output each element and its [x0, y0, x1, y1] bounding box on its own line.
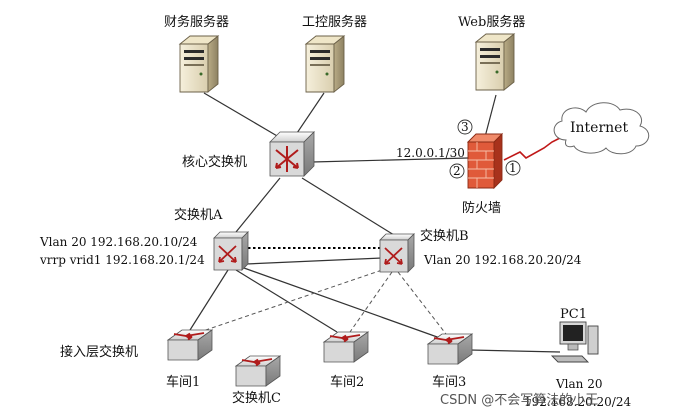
control-server-label: 工控服务器 — [302, 14, 367, 30]
core-switch-icon — [269, 131, 315, 177]
switch-b-label: 交换机B — [420, 228, 469, 244]
link-a-b — [245, 257, 383, 265]
workshop-1-switch-icon — [167, 329, 213, 361]
firewall-port-3-label: 3 — [461, 120, 469, 134]
switch-b-icon — [379, 233, 415, 273]
link-b-w3 — [397, 271, 447, 335]
pc1-label: PC1 — [560, 307, 587, 322]
link-core-firewall — [311, 157, 469, 163]
switch-a-vrrp: vrrp vrid1 192.168.20.1/24 — [39, 253, 205, 267]
firewall-port-3 — [457, 119, 473, 135]
internet-cloud-icon — [553, 102, 650, 155]
link-a-w3 — [243, 267, 441, 339]
switch-c-icon — [235, 355, 281, 387]
pc1-vlan: Vlan 20 — [555, 377, 602, 391]
workshop-1-label: 车间1 — [166, 374, 200, 390]
firewall-port-2-label: 2 — [453, 164, 461, 178]
pc1-computer-icon — [550, 321, 599, 363]
switch-a-label: 交换机A — [174, 207, 223, 223]
core-switch-label: 核心交换机 — [182, 154, 247, 170]
pc1-ip: 192.168.20.20/24 — [524, 395, 631, 409]
internet-label: Internet — [570, 120, 628, 136]
link-core-switch-a — [235, 177, 281, 233]
switch-c-label: 交换机C — [232, 390, 281, 406]
web-server-label: Web服务器 — [458, 14, 525, 30]
link-firewall-internet — [503, 137, 561, 161]
link-finance-core — [203, 92, 285, 141]
link-a-w2 — [235, 269, 338, 333]
switch-a-icon — [213, 231, 249, 271]
finance-server-icon — [179, 35, 219, 93]
web-server-icon — [475, 33, 515, 91]
switch-a-vlan: Vlan 20 192.168.20.10/24 — [39, 235, 198, 249]
link-web-firewall — [484, 94, 497, 138]
workshop-2-label: 车间2 — [330, 374, 364, 390]
link-a-w1 — [189, 269, 229, 331]
control-server-icon — [305, 35, 345, 93]
links — [189, 92, 561, 353]
link-w3-pc1 — [469, 349, 561, 353]
firewall-port-1-label: 1 — [509, 161, 517, 175]
firewall-label: 防火墙 — [462, 200, 501, 216]
link-control-core — [294, 92, 325, 137]
firewall-icon — [466, 132, 504, 190]
firewall-port-2 — [449, 163, 465, 179]
link-b-w2 — [349, 271, 393, 333]
access-layer-label: 接入层交换机 — [60, 344, 138, 360]
link-b-w1 — [199, 267, 389, 333]
workshop-3-label: 车间3 — [432, 374, 466, 390]
workshop-2-switch-icon — [323, 331, 369, 363]
firewall-ip: 12.0.0.1/30 — [396, 146, 465, 160]
finance-server-label: 财务服务器 — [164, 14, 229, 30]
firewall-port-1 — [505, 160, 521, 176]
watermark: CSDN @不会写算法的小王 — [440, 392, 598, 408]
workshop-3-switch-icon — [427, 333, 473, 365]
switch-b-vlan: Vlan 20 192.168.20.20/24 — [423, 253, 582, 267]
link-core-switch-b — [301, 177, 395, 236]
